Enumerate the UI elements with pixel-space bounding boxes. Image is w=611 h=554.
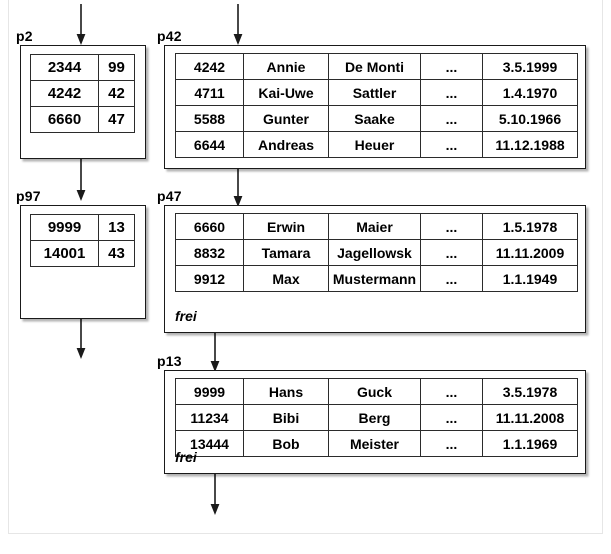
- arrow-into-p2: [74, 4, 88, 46]
- record-date: 1.4.1970: [482, 79, 578, 106]
- node-label-p13: p13: [157, 353, 182, 369]
- record-first-name: Kai-Uwe: [243, 79, 329, 106]
- table-row: 11234 Bibi Berg ... 11.11.2008: [175, 404, 578, 431]
- record-last-name: Maier: [328, 213, 421, 240]
- arrow-p2-to-p97: [74, 158, 88, 202]
- record-date: 1.5.1978: [482, 213, 578, 240]
- table-row: 6660 47: [30, 106, 135, 133]
- index-table-p97: 9999 13 14001 43: [30, 214, 135, 267]
- record-last-name: De Monti: [328, 53, 421, 80]
- table-row: 6660 Erwin Maier ... 1.5.1978: [175, 213, 578, 240]
- record-id: 13444: [175, 430, 244, 457]
- arrow-p47-to-p13: [208, 331, 222, 373]
- node-label-p42: p42: [157, 28, 182, 44]
- table-row: 4242 42: [30, 80, 135, 107]
- index-key: 6660: [30, 106, 99, 133]
- free-space-label-p47: frei: [175, 308, 197, 324]
- arrow-p13-out: [208, 470, 222, 516]
- table-row: 2344 99: [30, 54, 135, 81]
- record-date: 1.1.1969: [482, 430, 578, 457]
- record-first-name: Erwin: [243, 213, 329, 240]
- record-more: ...: [420, 239, 483, 266]
- record-date: 11.12.1988: [482, 131, 578, 158]
- record-first-name: Andreas: [243, 131, 329, 158]
- record-more: ...: [420, 79, 483, 106]
- table-row: 4711 Kai-Uwe Sattler ... 1.4.1970: [175, 79, 578, 106]
- record-id: 11234: [175, 404, 244, 431]
- table-row: 4242 Annie De Monti ... 3.5.1999: [175, 53, 578, 80]
- arrow-into-p42: [231, 4, 245, 46]
- page-edge-right: [602, 0, 603, 534]
- record-last-name: Heuer: [328, 131, 421, 158]
- table-row: 9912 Max Mustermann ... 1.1.1949: [175, 265, 578, 292]
- record-id: 6644: [175, 131, 244, 158]
- index-pointer: 99: [98, 54, 135, 81]
- node-label-p2: p2: [16, 28, 33, 44]
- record-last-name: Mustermann: [328, 265, 421, 292]
- record-id: 4711: [175, 79, 244, 106]
- index-table-p2: 2344 99 4242 42 6660 47: [30, 54, 135, 133]
- table-row: 9999 Hans Guck ... 3.5.1978: [175, 378, 578, 405]
- record-id: 9912: [175, 265, 244, 292]
- record-more: ...: [420, 213, 483, 240]
- record-first-name: Bibi: [243, 404, 329, 431]
- record-first-name: Annie: [243, 53, 329, 80]
- record-id: 9999: [175, 378, 244, 405]
- data-table-p47: 6660 Erwin Maier ... 1.5.1978 8832 Tamar…: [175, 213, 578, 292]
- record-last-name: Jagellowsk: [328, 239, 421, 266]
- arrow-p42-to-p47: [231, 168, 245, 208]
- data-table-p42: 4242 Annie De Monti ... 3.5.1999 4711 Ka…: [175, 53, 578, 158]
- record-last-name: Guck: [328, 378, 421, 405]
- node-label-p97: p97: [16, 188, 41, 204]
- record-more: ...: [420, 131, 483, 158]
- arrow-p97-out: [74, 318, 88, 360]
- node-label-p47: p47: [157, 188, 182, 204]
- record-id: 5588: [175, 105, 244, 132]
- record-date: 3.5.1999: [482, 53, 578, 80]
- record-date: 5.10.1966: [482, 105, 578, 132]
- record-id: 6660: [175, 213, 244, 240]
- index-key: 4242: [30, 80, 99, 107]
- table-row: 5588 Gunter Saake ... 5.10.1966: [175, 105, 578, 132]
- record-date: 1.1.1949: [482, 265, 578, 292]
- record-date: 11.11.2009: [482, 239, 578, 266]
- record-more: ...: [420, 265, 483, 292]
- free-space-label-p13: frei: [175, 449, 197, 465]
- table-row: 6644 Andreas Heuer ... 11.12.1988: [175, 131, 578, 158]
- index-key: 2344: [30, 54, 99, 81]
- record-more: ...: [420, 430, 483, 457]
- index-pointer: 42: [98, 80, 135, 107]
- record-first-name: Max: [243, 265, 329, 292]
- index-pointer: 47: [98, 106, 135, 133]
- table-row: 9999 13: [30, 214, 135, 241]
- record-last-name: Sattler: [328, 79, 421, 106]
- index-key: 9999: [30, 214, 99, 241]
- record-more: ...: [420, 105, 483, 132]
- record-id: 8832: [175, 239, 244, 266]
- record-id: 4242: [175, 53, 244, 80]
- table-row: 14001 43: [30, 240, 135, 267]
- record-first-name: Gunter: [243, 105, 329, 132]
- record-more: ...: [420, 53, 483, 80]
- record-last-name: Meister: [328, 430, 421, 457]
- record-date: 3.5.1978: [482, 378, 578, 405]
- record-more: ...: [420, 404, 483, 431]
- table-row: 8832 Tamara Jagellowsk ... 11.11.2009: [175, 239, 578, 266]
- record-first-name: Tamara: [243, 239, 329, 266]
- record-last-name: Berg: [328, 404, 421, 431]
- index-pointer: 43: [98, 240, 135, 267]
- table-row: 13444 Bob Meister ... 1.1.1969: [175, 430, 578, 457]
- record-first-name: Hans: [243, 378, 329, 405]
- index-pointer: 13: [98, 214, 135, 241]
- record-more: ...: [420, 378, 483, 405]
- record-first-name: Bob: [243, 430, 329, 457]
- page-edge-left: [8, 0, 9, 534]
- record-date: 11.11.2008: [482, 404, 578, 431]
- page-edge-bottom: [8, 533, 603, 534]
- record-last-name: Saake: [328, 105, 421, 132]
- data-table-p13: 9999 Hans Guck ... 3.5.1978 11234 Bibi B…: [175, 378, 578, 457]
- index-key: 14001: [30, 240, 99, 267]
